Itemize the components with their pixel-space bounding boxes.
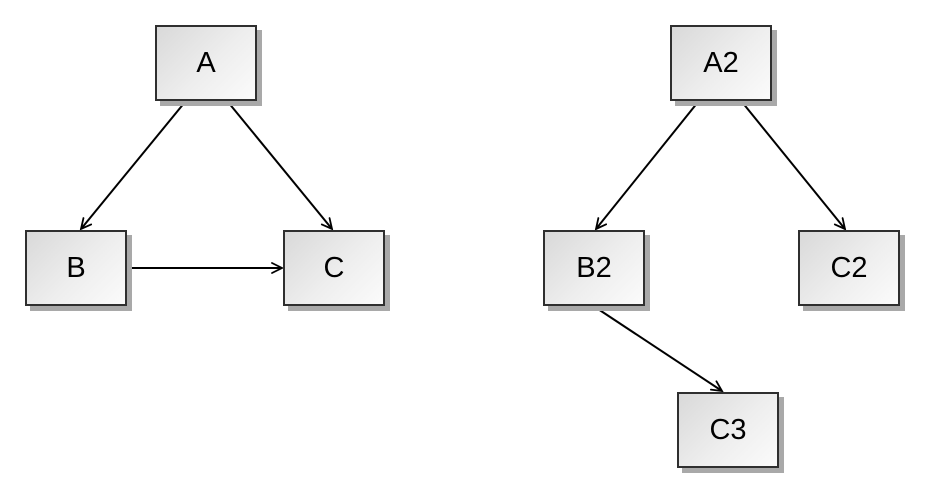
node-a2-label: A2 xyxy=(703,46,739,79)
node-a-box[interactable]: A xyxy=(155,25,257,101)
edge-a2-to-b2 xyxy=(594,101,699,231)
node-c2-label: C2 xyxy=(830,251,868,284)
edge-a-to-c xyxy=(227,101,334,231)
node-b2-box[interactable]: B2 xyxy=(543,230,645,306)
node-c-box[interactable]: C xyxy=(283,230,385,306)
node-b-box[interactable]: B xyxy=(25,230,127,306)
node-c-label: C xyxy=(323,251,345,284)
node-b-label: B xyxy=(66,251,86,284)
node-c3-label: C3 xyxy=(709,413,747,446)
edge-a2-to-c2 xyxy=(741,101,847,231)
edge-a-to-b xyxy=(79,101,186,231)
node-c3-box[interactable]: C3 xyxy=(677,392,779,468)
node-b2-label: B2 xyxy=(576,251,612,284)
node-c2-box[interactable]: C2 xyxy=(798,230,900,306)
node-a2-box[interactable]: A2 xyxy=(670,25,772,101)
node-a-label: A xyxy=(196,46,216,79)
edge-b2-to-c3 xyxy=(594,306,724,393)
